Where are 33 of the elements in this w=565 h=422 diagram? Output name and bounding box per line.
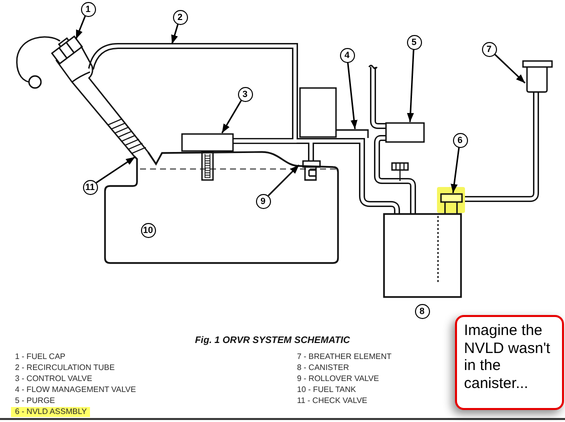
parts-list-item: 9 - ROLLOVER VALVE [297,374,379,384]
leader-arrow [347,62,358,130]
leader-arrow [96,156,136,184]
callout-number: 11 [82,180,98,194]
callout-number: 7 [482,42,496,56]
callout-note: Imagine the NVLD wasn't in the canister... [455,315,564,410]
leader-arrow [268,164,300,196]
parts-list-item: 1 - FUEL CAP [15,352,66,362]
callout-number: 4 [340,48,354,62]
leader-arrow [171,24,179,44]
callout-number: 9 [256,194,270,208]
leader-arrow [221,100,242,134]
parts-list-item: 3 - CONTROL VALVE [15,374,92,384]
callout-number: 10 [140,222,156,238]
parts-list-item: 7 - BREATHER ELEMENT [297,352,392,362]
parts-list-item: 2 - RECIRCULATION TUBE [15,363,115,373]
callout-number: 6 [452,132,468,148]
callout-number: 8 [414,304,430,318]
callout-number: 1 [80,2,96,16]
leader-arrow [75,16,86,40]
callout-number: 5 [406,34,422,50]
leader-arrow [494,54,526,84]
parts-list-item: 4 - FLOW MANAGEMENT VALVE [15,385,136,395]
leader-arrow [406,49,414,122]
leader-arrow [450,147,460,194]
callout-number: 3 [238,86,252,102]
parts-list-item: 6 - NVLD ASSMBLY [11,407,90,417]
figure-caption: Fig. 1 ORVR SYSTEM SCHEMATIC [195,335,350,347]
parts-list-item: 11 - CHECK VALVE [297,396,368,406]
parts-list-item: 8 - CANISTER [297,363,350,373]
parts-list-item: 5 - PURGE [15,396,56,406]
callout-number: 2 [172,10,188,24]
parts-list-item: 10 - FUEL TANK [297,385,356,395]
